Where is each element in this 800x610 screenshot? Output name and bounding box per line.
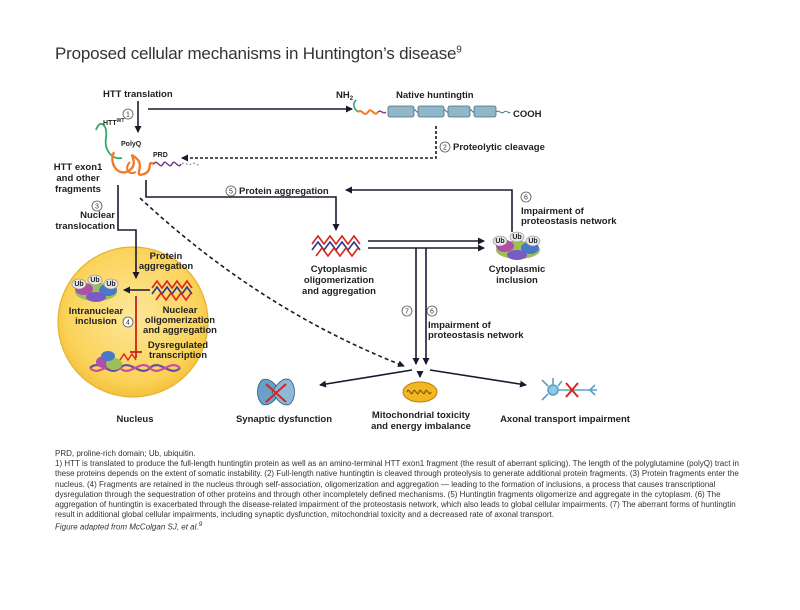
cytoplasmic-aggregate-icon	[311, 234, 361, 258]
arrow-protein-aggregation	[145, 180, 340, 231]
label-protein-aggregation: Protein aggregation	[239, 186, 329, 197]
label-nuclear-translocation-1: Nuclear	[80, 210, 115, 221]
htt-fragment-icon	[95, 122, 201, 176]
label-cyto-incl-1: Cytoplasmic	[489, 264, 546, 275]
label-htt-wt: HTTWT	[103, 118, 124, 127]
figure-title-text: Proposed cellular mechanisms in Huntingt…	[55, 44, 457, 63]
label-exon1-line2: and other	[56, 173, 100, 184]
label-nuc-protein-aggregation-2: aggregation	[139, 261, 194, 272]
label-intranuclear-2: inclusion	[75, 316, 117, 327]
mechanism-diagram: Ub Ub Ub Ub Ub Ub	[54, 89, 631, 432]
native-huntingtin-icon	[353, 99, 511, 118]
step-num-7: 7	[405, 309, 409, 316]
cyto-ub-2: Ub	[512, 234, 521, 241]
label-impairment-top-1: Impairment of	[521, 206, 585, 217]
label-cyto-incl-2: inclusion	[496, 275, 538, 286]
label-nuclear-olig-1: Nuclear	[163, 305, 198, 316]
label-impairment-top-2: proteostasis network	[521, 216, 617, 227]
figure-credit: Figure adapted from McColgan SJ, et al.9	[55, 520, 745, 533]
nuc-ub-2: Ub	[90, 277, 99, 284]
step-circle-3	[91, 200, 103, 212]
label-dysregulated-2: transcription	[149, 350, 207, 361]
label-nuclear-olig-3: and aggregation	[143, 325, 217, 336]
figure-credit-text: Figure adapted from McColgan SJ, et al.	[55, 523, 199, 533]
mitochondria-icon	[402, 381, 438, 403]
label-nuclear-translocation-2: translocation	[55, 221, 115, 232]
label-htt-wt-main: HTT	[103, 120, 117, 127]
figure-title: Proposed cellular mechanisms in Huntingt…	[55, 44, 462, 64]
label-exon1-line3: fragments	[55, 184, 101, 195]
label-nh2-main: NH	[336, 90, 350, 101]
arrow-impairment-loop	[345, 186, 513, 232]
synapse-icon	[257, 378, 295, 406]
step-num-2: 2	[443, 145, 447, 152]
arrow-nuclear-translocation	[117, 185, 140, 279]
label-synaptic: Synaptic dysfunction	[236, 414, 332, 425]
label-mito-1: Mitochondrial toxicity	[372, 410, 471, 421]
intranuclear-inclusion-icon	[71, 274, 119, 302]
label-htt-wt-sup: WT	[117, 118, 125, 124]
step-num-6b: 6	[430, 309, 434, 316]
legend-text: 1) HTT is translated to produce the full…	[55, 459, 739, 520]
label-cyto-olig-3: and aggregation	[302, 286, 376, 297]
step-circle-7	[401, 305, 413, 317]
step-num-1: 1	[126, 112, 130, 119]
label-axonal: Axonal transport impairment	[500, 414, 631, 425]
cyto-ub-1: Ub	[495, 238, 504, 245]
step-circle-6	[520, 191, 532, 203]
label-mito-2: and energy imbalance	[371, 421, 471, 432]
arrow-dashed-exon1-impairment	[139, 197, 405, 368]
label-nuc-protein-aggregation-1: Protein	[150, 251, 183, 262]
arrow-proteolytic-cleavage	[181, 126, 437, 162]
figure-title-ref: 9	[456, 44, 462, 56]
step-num-3: 3	[95, 204, 99, 211]
label-cyto-olig-2: oligomerization	[304, 275, 374, 286]
figure-credit-ref: 9	[198, 521, 203, 529]
step-circle-6b	[426, 305, 438, 317]
arrow-to-synaptic	[319, 369, 413, 388]
label-cooh: COOH	[513, 109, 542, 120]
label-cyto-olig-1: Cytoplasmic	[311, 264, 368, 275]
cyto-ub-3: Ub	[528, 238, 537, 245]
neuron-icon	[541, 378, 597, 401]
label-dysregulated-1: Dysregulated	[148, 340, 208, 351]
nuclear-aggregate-icon	[151, 279, 193, 302]
step-num-4: 4	[126, 320, 130, 327]
step-num-5: 5	[229, 189, 233, 196]
figure-legend: PRD, proline-rich domain; Ub, ubiquitin.…	[55, 449, 745, 533]
label-proteolytic-cleavage: Proteolytic cleavage	[453, 142, 545, 153]
step-circle-5	[225, 185, 237, 197]
label-nucleus: Nucleus	[117, 414, 154, 425]
label-nh2: NH2	[336, 90, 354, 102]
label-native-huntingtin: Native huntingtin	[396, 90, 474, 101]
step-num-6: 6	[524, 195, 528, 202]
arrow-to-axonal	[429, 369, 527, 388]
step-circle-1	[122, 108, 134, 120]
nuc-ub-1: Ub	[74, 281, 83, 288]
step-circle-4	[122, 316, 134, 328]
nuc-ub-3: Ub	[106, 281, 115, 288]
label-polyq: PolyQ	[121, 141, 142, 148]
cytoplasmic-inclusion-icon	[492, 231, 541, 260]
label-nuclear-olig-2: oligomerization	[145, 315, 215, 326]
abbreviations: PRD, proline-rich domain; Ub, ubiquitin.	[55, 449, 196, 458]
label-prd: PRD	[153, 152, 168, 159]
label-nh2-sub: 2	[350, 96, 354, 102]
label-impairment-mid-2: proteostasis network	[428, 330, 524, 341]
label-impairment-mid-1: Impairment of	[428, 320, 492, 331]
label-htt-translation: HTT translation	[103, 89, 173, 100]
label-exon1-line1: HTT exon1	[54, 162, 103, 173]
dna-transcription-icon	[89, 351, 181, 372]
label-intranuclear-1: Intranuclear	[69, 306, 124, 317]
step-circle-2	[439, 141, 451, 153]
